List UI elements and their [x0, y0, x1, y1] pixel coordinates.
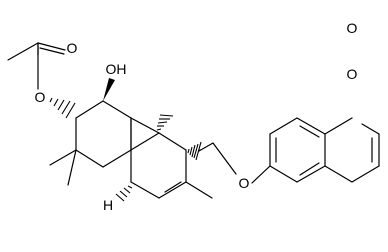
right-ring — [130, 132, 187, 199]
alkene-methyl-bond — [185, 181, 213, 199]
linker-ch2-o-bond — [212, 142, 237, 175]
gem-methyl-a-bond — [49, 149, 77, 166]
left-ring — [75, 100, 132, 168]
hydroxyl-label: OH — [106, 61, 127, 77]
lactone-ring-oxygen-label: O — [347, 66, 358, 82]
acetate-group — [7, 42, 66, 90]
ether-aryl-bond — [251, 165, 271, 184]
coumarin-lactone-ring — [324, 117, 380, 183]
ester-hashed-bond — [49, 97, 76, 119]
angular-methyl-hashed-bond — [156, 114, 174, 131]
acetyl-co-double-bond-a — [37, 42, 66, 51]
hydroxyl-wedge-bond — [103, 78, 115, 101]
ether-oxygen-label: O — [239, 175, 250, 191]
acetate-ester-oxygen-label: O — [35, 89, 46, 105]
linker-hashed-bond — [187, 141, 202, 161]
ring-fusion-bond — [130, 117, 160, 134]
lactone-carbonyl-oxygen-label: O — [347, 20, 358, 36]
acetyl-co-double-bond-b — [39, 47, 65, 55]
acetyl-methyl-bond — [7, 42, 39, 61]
ring-hydrogen-label: H — [103, 197, 113, 213]
coumarin-benzene-ring — [269, 117, 326, 183]
linker-ch2-a-bond — [198, 142, 214, 152]
gem-methyl-b-bond — [67, 149, 77, 186]
acetate-carbonyl-oxygen-label: O — [67, 40, 78, 56]
angular-hydrogen-hashed-bond — [115, 185, 133, 202]
ring-alkene-double-bond — [164, 181, 182, 193]
